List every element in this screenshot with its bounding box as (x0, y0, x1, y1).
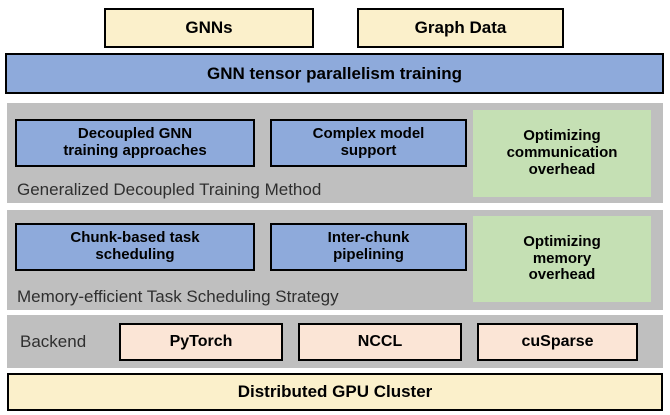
pytorch-box: PyTorch (119, 323, 283, 361)
decoupled-gnn-approaches-box: Decoupled GNN training approaches (15, 119, 255, 167)
tensor-parallelism-training-bar: GNN tensor parallelism training (5, 53, 664, 94)
task-scheduling-section: Chunk-based task scheduling Inter-chunk … (7, 210, 663, 310)
scheduling-section-title: Memory-efficient Task Scheduling Strateg… (17, 287, 339, 306)
cusparse-box: cuSparse (477, 323, 638, 361)
optimizing-communication-overhead-box: Optimizing communication overhead (473, 110, 651, 197)
inter-chunk-pipelining-box: Inter-chunk pipelining (270, 223, 467, 271)
backend-section: Backend PyTorch NCCL cuSparse (7, 315, 663, 368)
backend-section-title: Backend (20, 331, 87, 351)
distributed-gpu-cluster-bar: Distributed GPU Cluster (7, 373, 663, 411)
nccl-box: NCCL (298, 323, 462, 361)
complex-model-support-box: Complex model support (270, 119, 467, 167)
chunk-based-scheduling-box: Chunk-based task scheduling (15, 223, 255, 271)
gnns-box: GNNs (104, 8, 314, 48)
decoupled-training-section: Decoupled GNN training approaches Comple… (7, 103, 663, 203)
graph-data-box: Graph Data (357, 8, 564, 48)
decoupled-section-title: Generalized Decoupled Training Method (17, 180, 322, 199)
optimizing-memory-overhead-box: Optimizing memory overhead (473, 216, 651, 302)
